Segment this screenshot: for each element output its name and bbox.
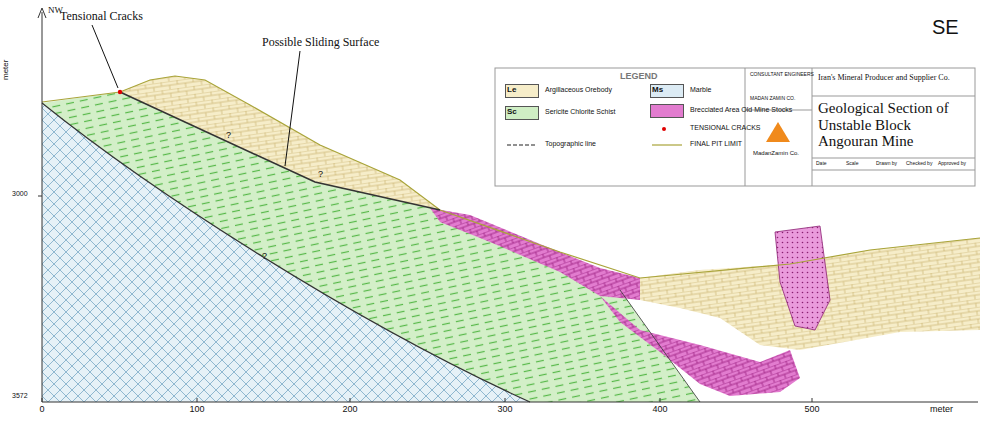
- callout-label: Tensional Cracks: [60, 10, 143, 23]
- legend-dot: [662, 127, 666, 131]
- uncertainty-mark: ?: [226, 131, 231, 141]
- frame-divider: [812, 68, 813, 186]
- uncertainty-mark: ?: [262, 252, 267, 262]
- breccia-lower: [600, 296, 800, 396]
- axis-label: 3572: [12, 392, 28, 400]
- legend-text: Topographic line: [545, 140, 596, 148]
- marble-contact: [42, 103, 530, 402]
- drawing-title: Geological Section of Unstable Block Ang…: [818, 100, 970, 150]
- frame-divider: [812, 158, 975, 159]
- title-block-text: Approved by: [938, 161, 966, 167]
- title-block-text: Iran's Mineral Producer and Supplier Co.: [818, 74, 950, 83]
- axis-label: 200: [342, 405, 357, 415]
- legend-text: Sericite Chlorite Schist: [545, 108, 615, 116]
- title-block-text: CONSULTANT ENGINEERS: [750, 72, 814, 78]
- direction-label: SE: [932, 16, 959, 38]
- axis-label: 3000: [12, 190, 28, 198]
- title-block-text: MadanZamin Co.: [753, 150, 799, 157]
- schist-base: [620, 290, 700, 402]
- axis-label: meter: [930, 405, 953, 415]
- sliding-surface: [120, 92, 440, 210]
- legend-text: FINAL PIT LIMIT: [690, 140, 742, 148]
- title-block-text: Checked by: [906, 161, 932, 167]
- title-block-text: Date: [816, 161, 827, 167]
- axis-label: 0: [39, 405, 44, 415]
- legend-text: TENSIONAL CRACKS: [690, 124, 761, 132]
- leader-line: [285, 51, 300, 166]
- leader-line: [92, 25, 118, 88]
- frame-divider: [812, 96, 975, 97]
- axis-label: 400: [652, 405, 667, 415]
- axis-arrow: [38, 8, 46, 18]
- axis-ticks: [38, 196, 812, 402]
- legend-swatch: [650, 104, 684, 118]
- legend-text: Marble: [690, 86, 711, 94]
- callout-label: Possible Sliding Surface: [262, 36, 379, 49]
- legend-line-sample: [650, 140, 684, 150]
- axis-label: 300: [497, 405, 512, 415]
- company-logo: [766, 122, 790, 142]
- title-block-text: MADAN ZAMIN CO.: [750, 96, 795, 102]
- legend-text: Argillaceous Orebody: [545, 86, 612, 94]
- breccia-band: [430, 208, 640, 300]
- legend-code: LEGEND: [620, 72, 658, 82]
- title-block-text: Drawn by: [876, 161, 897, 167]
- legend-text: Brecciated Area Old Mine Stocks: [690, 106, 792, 114]
- legend-frame: [495, 68, 975, 186]
- uncertainty-mark: ?: [318, 170, 323, 180]
- crack-mark: [118, 90, 122, 94]
- legend-code: Sc: [507, 108, 517, 117]
- legend-code: Le: [507, 86, 516, 95]
- frame-divider: [812, 170, 975, 171]
- axis-label: 500: [804, 405, 819, 415]
- old-mine-stock: [775, 226, 830, 330]
- axis-label: 100: [189, 405, 204, 415]
- axis-label: meter: [2, 60, 11, 80]
- x-axis: [42, 402, 978, 403]
- legend-line-sample: [505, 140, 539, 150]
- legend-code: Ms: [652, 86, 663, 95]
- title-block-text: Scale: [846, 161, 859, 167]
- y-axis: [42, 12, 43, 402]
- unstable-block: [120, 76, 440, 210]
